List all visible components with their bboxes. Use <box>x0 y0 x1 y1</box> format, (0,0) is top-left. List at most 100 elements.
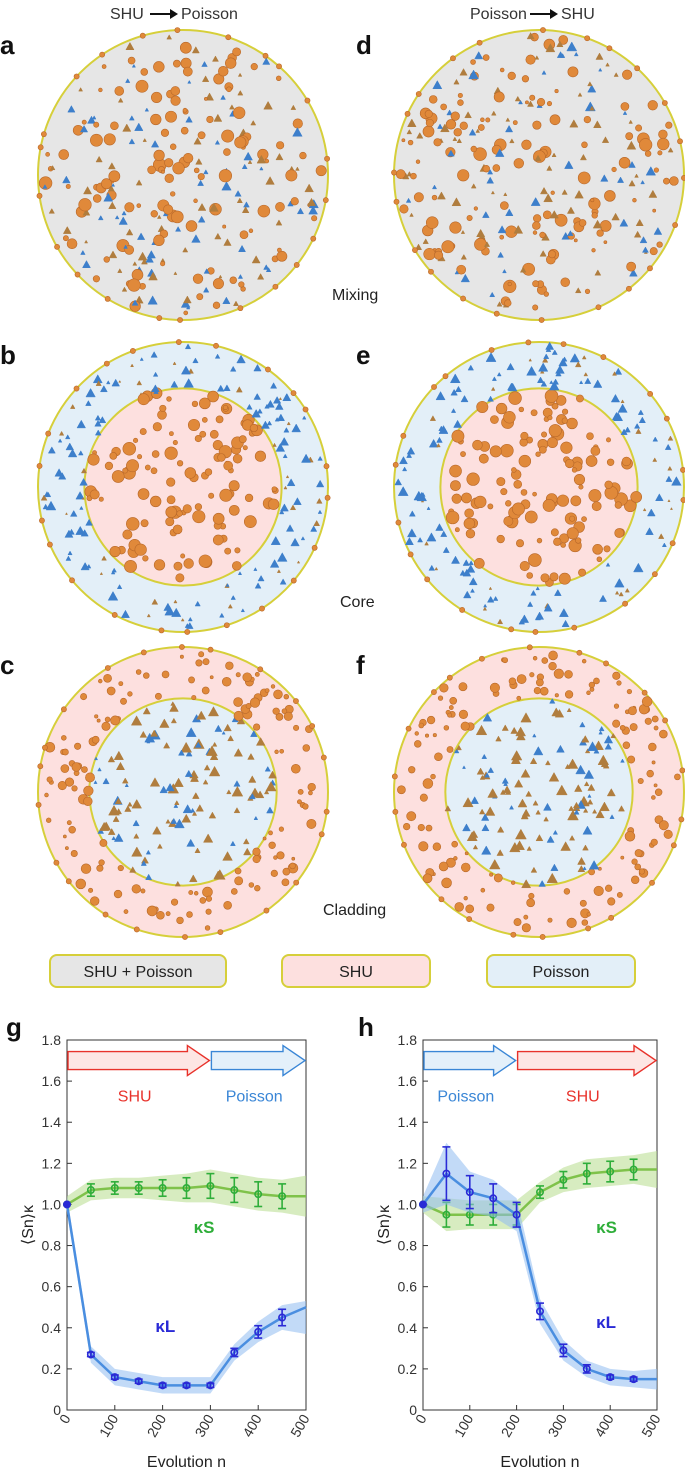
particle-circle <box>434 250 444 260</box>
particle-circle <box>566 417 578 430</box>
particle-circle <box>153 234 165 246</box>
particle-circle <box>424 576 431 583</box>
particle-circle <box>98 678 103 684</box>
particle-circle <box>276 851 285 860</box>
particle-triangle <box>451 197 462 207</box>
particle-circle <box>464 508 474 519</box>
particle-triangle <box>241 206 250 214</box>
particle-circle <box>215 415 224 424</box>
particle-triangle <box>129 866 137 873</box>
particle-triangle <box>617 403 628 413</box>
particle-circle <box>576 649 583 656</box>
data-point <box>230 1348 239 1357</box>
particle-triangle <box>173 803 179 808</box>
particle-triangle <box>543 603 553 612</box>
particle-circle <box>511 502 525 516</box>
particle-triangle <box>201 60 208 67</box>
particle-triangle <box>587 81 593 87</box>
particle-circle <box>150 113 162 126</box>
particle-circle <box>493 91 505 103</box>
particle-circle <box>492 164 501 172</box>
particle-triangle <box>308 205 318 215</box>
particle-circle <box>669 540 676 547</box>
particle-circle <box>541 657 549 664</box>
particle-triangle <box>436 436 443 443</box>
particle-circle <box>442 373 449 380</box>
particle-circle <box>87 453 100 466</box>
particle-circle <box>538 445 547 454</box>
particle-triangle <box>42 184 48 189</box>
particle-triangle <box>549 697 556 704</box>
particle-triangle <box>275 219 283 226</box>
particle-circle <box>172 162 185 175</box>
particle-circle <box>451 493 462 504</box>
particle-triangle <box>481 823 490 832</box>
particle-triangle <box>265 781 277 792</box>
particle-triangle <box>515 828 527 840</box>
particle-triangle <box>450 408 457 413</box>
particle-circle <box>547 917 553 923</box>
particle-circle <box>218 66 229 77</box>
particle-triangle <box>620 758 625 763</box>
particle-circle <box>677 138 683 145</box>
particle-circle <box>110 715 121 726</box>
particle-circle <box>257 666 264 673</box>
particle-circle <box>544 389 559 403</box>
disk-region-shu <box>83 387 283 587</box>
particle-circle <box>596 556 603 563</box>
particle-triangle <box>549 210 559 219</box>
particle-triangle <box>316 479 325 488</box>
y-tick-label: 1.6 <box>398 1073 418 1089</box>
particle-triangle <box>45 500 57 511</box>
particle-triangle <box>487 766 495 773</box>
particle-triangle <box>277 552 288 562</box>
particle-triangle <box>187 79 192 84</box>
particle-triangle <box>526 845 532 851</box>
particle-triangle <box>539 369 545 374</box>
particle-circle <box>532 221 541 230</box>
particle-circle <box>69 577 75 584</box>
particle-circle <box>205 895 213 902</box>
particle-circle <box>218 169 233 183</box>
particle-triangle <box>517 798 528 808</box>
particle-circle <box>202 886 213 898</box>
particle-triangle <box>440 123 450 133</box>
particle-circle <box>647 100 658 111</box>
particle-circle <box>472 439 483 451</box>
phase-arrow-poisson <box>210 1044 307 1077</box>
particle-triangle <box>85 387 96 398</box>
particle-triangle <box>460 395 469 403</box>
particle-triangle <box>521 879 532 889</box>
particle-circle <box>625 132 634 141</box>
particle-triangle <box>111 378 120 387</box>
particle-circle <box>139 428 147 436</box>
particle-triangle <box>633 230 642 238</box>
particle-circle <box>234 136 247 149</box>
particle-circle <box>166 477 176 487</box>
particle-circle <box>588 489 602 503</box>
particle-circle <box>90 133 103 147</box>
particle-circle <box>65 878 72 885</box>
particle-circle <box>457 169 470 182</box>
particle-triangle <box>80 467 88 474</box>
particle-triangle <box>468 577 478 586</box>
particle-circle <box>659 729 668 739</box>
particle-circle <box>291 856 296 861</box>
particle-triangle <box>490 386 496 391</box>
particle-circle <box>585 925 592 932</box>
particle-triangle <box>667 435 674 441</box>
particle-triangle <box>648 189 658 198</box>
particle-triangle <box>307 197 317 206</box>
particle-triangle <box>254 582 262 589</box>
particle-circle <box>549 572 559 582</box>
particle-circle <box>254 671 260 677</box>
particle-circle <box>150 210 158 218</box>
particle-triangle <box>472 844 479 850</box>
particle-triangle <box>566 707 572 712</box>
particle-triangle <box>635 428 642 434</box>
particle-circle <box>224 547 232 555</box>
particle-circle <box>75 878 86 890</box>
particle-circle <box>450 111 460 121</box>
particle-circle <box>502 657 508 664</box>
